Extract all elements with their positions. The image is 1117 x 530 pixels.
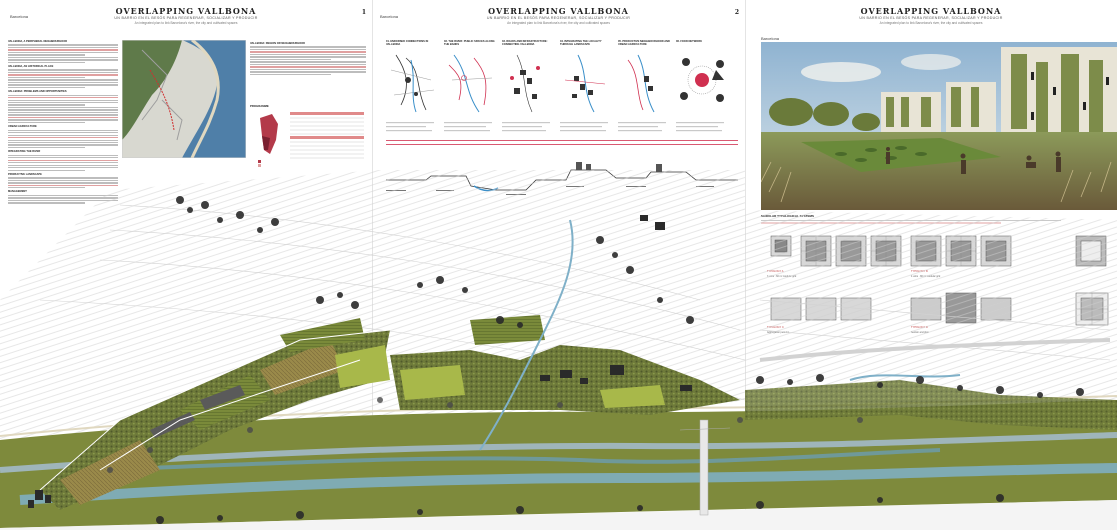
strategy-diagrams bbox=[390, 54, 724, 113]
board-number: 1 bbox=[361, 9, 366, 16]
section-heading: VALLBONA: REGION OR NEIGHBOURHOOD bbox=[250, 42, 305, 45]
board-title: OVERLAPPING VALLBONA bbox=[488, 6, 629, 16]
section-heading: MANAGEMENT bbox=[8, 190, 27, 194]
aerial-map-image bbox=[122, 40, 246, 158]
board-1: Barcelona OVERLAPPING VALLBONA UN BARRIO… bbox=[0, 0, 373, 530]
module-desc: Section and plan bbox=[911, 331, 929, 334]
text-column-left: VALLBONA, A PERIPHERAL NEIGHBOURHOOD VAL… bbox=[8, 38, 118, 488]
diagram-label: 02. THE RIVER: PUBLIC SPACES ALONG THE B… bbox=[444, 40, 495, 46]
modular-intro-lines bbox=[761, 220, 1061, 224]
board-tagline: An integrated plan to link Barcelona's r… bbox=[879, 21, 983, 25]
diagram-label: 06. FOOD NETWORK bbox=[676, 40, 702, 43]
location-label: Barcelona bbox=[761, 36, 780, 41]
section-heading: VALLBONA, A PERIPHERAL NEIGHBOURHOOD bbox=[8, 40, 68, 43]
diagram-1 bbox=[390, 54, 435, 113]
program-table bbox=[258, 112, 364, 167]
diagram-label: 05. PRODUCTIVE NEIGHBOURHOOD AND URBAN A… bbox=[618, 40, 670, 46]
location-label: Barcelona bbox=[10, 14, 29, 19]
program-heading: PROGRAMME bbox=[250, 104, 269, 108]
module-name: TYPOLOGY C bbox=[767, 326, 784, 329]
module-desc: 3 units · 60 m² modular grid bbox=[767, 275, 797, 278]
board-title: OVERLAPPING VALLBONA bbox=[860, 6, 1002, 16]
text-column-right: VALLBONA: REGION OR NEIGHBOURHOOD bbox=[250, 40, 366, 100]
board-tagline: An integrated plan to link Barcelona's r… bbox=[507, 21, 610, 25]
diagram-label: 04. INTEGRATING THE LOCALITY THROUGH LAN… bbox=[560, 40, 602, 46]
module-name: TYPOLOGY B bbox=[911, 270, 928, 273]
section-heading: VALLBONA, AN HISTORICAL PLACE bbox=[8, 65, 54, 69]
section-heading: PRODUCTIVE LANDSCAPE bbox=[8, 172, 42, 176]
board-subtitle: UN BARRIO EN EL BESÓS PARA REGENERAR, SO… bbox=[859, 16, 1003, 20]
diagram-label: 01. ENDORSED CONNECTIONS IN VALLBONA bbox=[386, 40, 429, 46]
site-section bbox=[386, 162, 738, 195]
modular-plans bbox=[770, 235, 1109, 326]
board-subtitle: UN BARRIO EN EL BESÓS PARA REGENERAR, SO… bbox=[486, 16, 631, 20]
board-3: Barcelona OVERLAPPING VALLBONA UN BARRIO… bbox=[745, 0, 1117, 530]
module-desc: 4 units · 80 m² modular grid bbox=[911, 275, 941, 278]
board-title: OVERLAPPING VALLBONA bbox=[115, 6, 257, 16]
modular-title: MODULAR TYPOLOGICAL SYSTEMS bbox=[761, 214, 814, 218]
location-label: Barcelona bbox=[380, 14, 399, 19]
board-subtitle: UN BARRIO EN EL BESÓS PARA REGENERAR, SO… bbox=[114, 16, 258, 20]
diagram-label: 03. ROADS AND INFRASTRUCTURE: CONNECTING… bbox=[502, 40, 548, 46]
section-heading: INTEGRATING THE RIVER bbox=[8, 150, 41, 154]
section-heading: VALLBONA: PROBLEMS AND OPPORTUNITIES bbox=[8, 90, 67, 94]
module-desc: Aggregation patterns bbox=[767, 331, 790, 334]
module-name: TYPOLOGY A bbox=[767, 270, 784, 273]
board-number: 2 bbox=[734, 9, 739, 16]
module-name: TYPOLOGY D bbox=[911, 326, 928, 329]
section-heading: URBAN AGRICULTURE bbox=[8, 125, 37, 129]
board-2: Barcelona OVERLAPPING VALLBONA UN BARRIO… bbox=[372, 0, 746, 530]
board-tagline: An integrated plan to link Barcelona's r… bbox=[134, 21, 238, 25]
render-image bbox=[761, 42, 1117, 210]
diagram-notes bbox=[386, 122, 738, 145]
